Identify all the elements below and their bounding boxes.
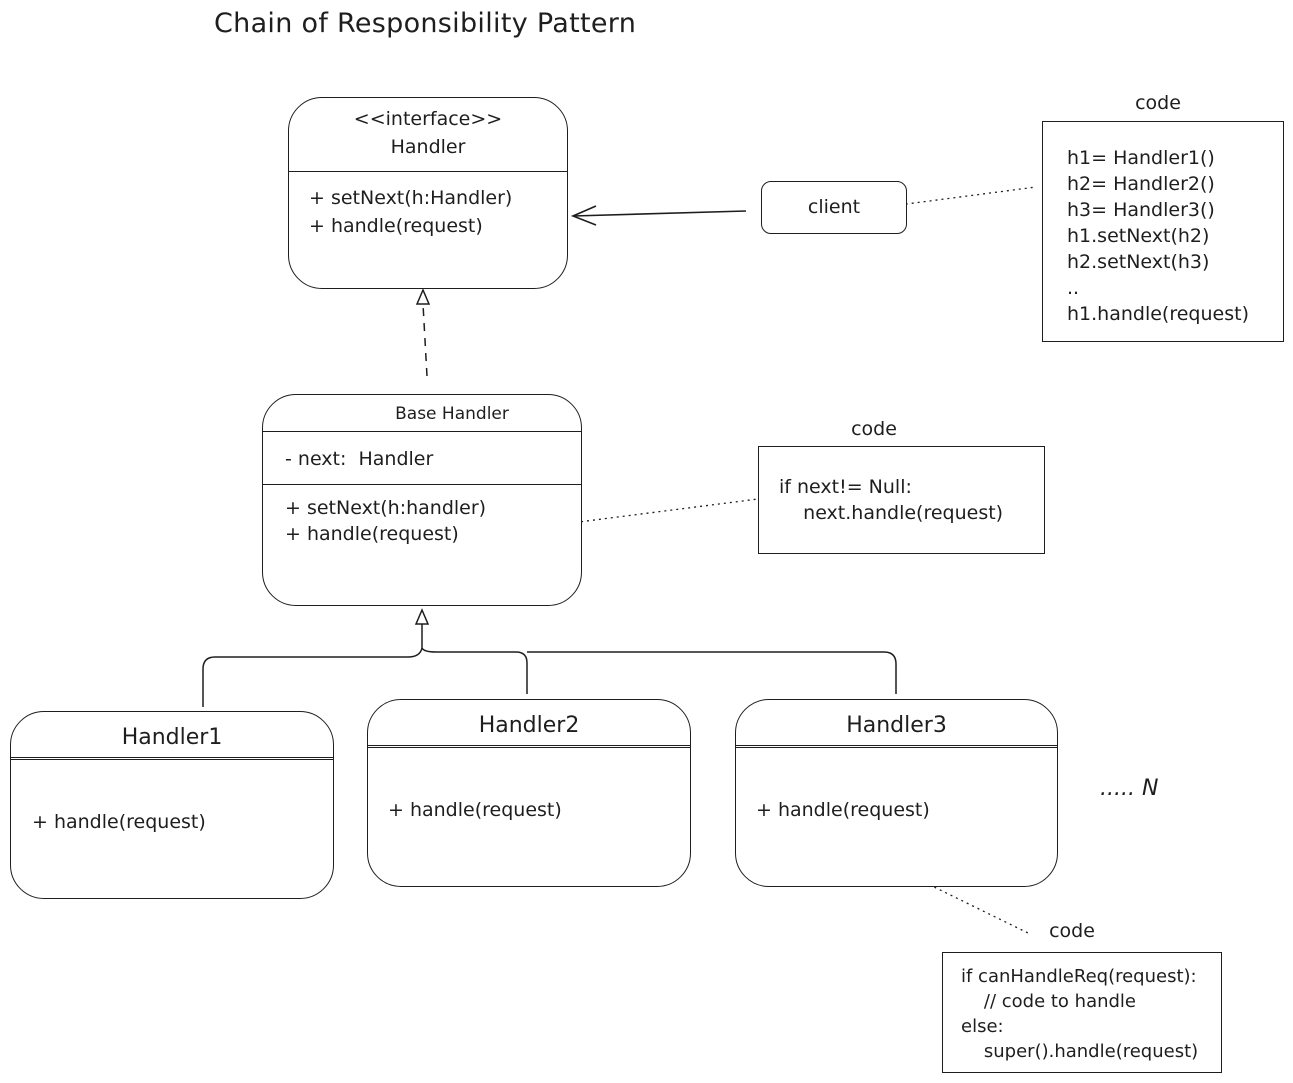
client-code-line: h1.handle(request)	[1067, 303, 1249, 325]
handler3-code-box: if canHandleReq(request): // code to han…	[942, 952, 1222, 1073]
handler1-box: Handler1 + handle(request)	[10, 711, 334, 899]
interface-handler-box: <<interface>> Handler + setNext(h:Handle…	[288, 97, 568, 289]
client-label: client	[807, 196, 861, 218]
client-code-line: h2= Handler2()	[1067, 173, 1215, 195]
interface-divider	[289, 171, 567, 172]
handler3-box: Handler3 + handle(request)	[735, 699, 1058, 887]
realization-arrowhead	[415, 288, 431, 305]
realization-line	[422, 303, 428, 377]
handler2-divider	[368, 745, 690, 748]
client-code-line: h1.setNext(h2)	[1067, 225, 1210, 247]
handler2-method-handle: + handle(request)	[388, 799, 562, 821]
handler3-divider	[736, 745, 1057, 748]
handler3-name: Handler3	[846, 713, 947, 738]
base-handler-field-next: - next: Handler	[285, 448, 434, 470]
client-code-line: ..	[1067, 277, 1080, 299]
handler2-box: Handler2 + handle(request)	[367, 699, 691, 887]
client-association-line	[572, 210, 747, 217]
client-code-line: h1= Handler1()	[1067, 147, 1215, 169]
client-code-line: h2.setNext(h3)	[1067, 251, 1210, 273]
handler3-method-handle: + handle(request)	[756, 799, 930, 821]
base-code-label: code	[851, 418, 897, 440]
base-code-line: next.handle(request)	[779, 502, 1004, 524]
base-handler-name: Base Handler	[395, 404, 509, 424]
base-code-line: if next!= Null:	[779, 476, 912, 498]
interface-method-handle: + handle(request)	[309, 215, 483, 237]
client-code-line: h3= Handler3()	[1067, 199, 1215, 221]
client-box: client	[761, 181, 907, 234]
handler3-code-line: if canHandleReq(request):	[961, 966, 1197, 987]
handler3-code-line: super().handle(request)	[961, 1041, 1199, 1062]
handler3-code-line: // code to handle	[961, 991, 1137, 1012]
handler1-divider	[11, 757, 333, 760]
interface-stereotype: <<interface>>	[353, 108, 503, 130]
base-handler-method-handle: + handle(request)	[285, 523, 459, 545]
client-code-label: code	[1135, 92, 1181, 114]
client-code-box: h1= Handler1() h2= Handler2() h3= Handle…	[1042, 121, 1284, 342]
handler3-code-line: else:	[961, 1016, 1004, 1037]
generalization-tree	[202, 624, 897, 707]
handler3-code-label: code	[1049, 920, 1095, 942]
base-handler-method-setnext: + setNext(h:handler)	[285, 497, 487, 519]
client-association-arrowhead	[570, 205, 597, 226]
base-handler-divider-top	[263, 431, 581, 432]
interface-name: Handler	[390, 136, 466, 158]
handler1-method-handle: + handle(request)	[32, 811, 206, 833]
base-handler-box: Base Handler - next: Handler + setNext(h…	[262, 394, 582, 606]
interface-method-setnext: + setNext(h:Handler)	[309, 187, 513, 209]
diagram-title: Chain of Responsibility Pattern	[214, 8, 637, 39]
base-code-box: if next!= Null: next.handle(request)	[758, 446, 1045, 554]
generalization-arrowhead	[414, 608, 430, 625]
handler2-name: Handler2	[478, 713, 580, 738]
more-handlers-label: ..... N	[1100, 776, 1159, 801]
base-handler-divider-bottom	[263, 484, 581, 485]
handler1-name: Handler1	[121, 725, 223, 750]
